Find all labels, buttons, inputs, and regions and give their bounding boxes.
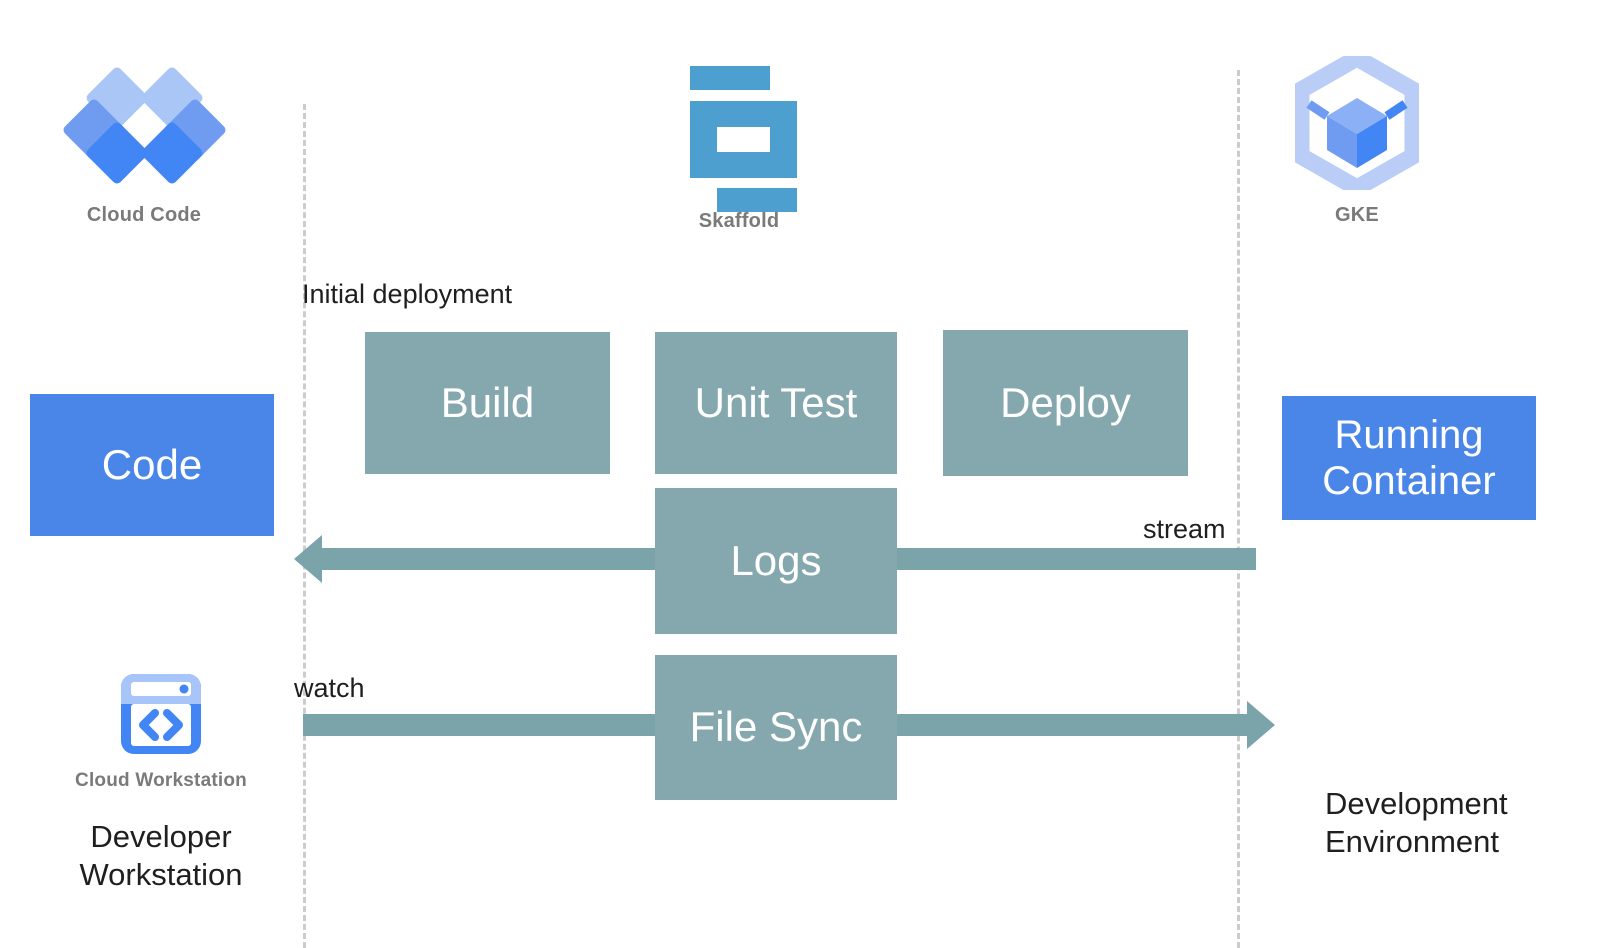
logo-skaffold-caption: Skaffold xyxy=(698,210,780,232)
logo-cloud-code: Cloud Code xyxy=(44,65,244,227)
logs-arrow-head xyxy=(294,535,322,583)
footer-developer-workstation-line2: Workstation xyxy=(79,856,243,892)
box-code-label: Code xyxy=(101,440,203,488)
footer-development-environment: Development Environment xyxy=(1325,785,1508,861)
gke-hexagon-cube-icon xyxy=(1292,48,1422,198)
box-build-label: Build xyxy=(440,378,535,426)
skaffold-logo-icon xyxy=(681,66,797,212)
lane-divider-right xyxy=(1237,70,1240,948)
annotation-stream: stream xyxy=(1143,514,1226,544)
annotation-initial-deployment: Initial deployment xyxy=(302,279,513,309)
box-file-sync[interactable]: File Sync xyxy=(655,655,897,800)
logo-cloud-workstation-caption: Cloud Workstation xyxy=(75,770,247,791)
box-unit-test-label: Unit Test xyxy=(694,378,858,426)
logo-cloud-code-caption: Cloud Code xyxy=(86,204,202,226)
box-deploy-label: Deploy xyxy=(1000,378,1131,426)
box-running-container-label: Running Container xyxy=(1322,412,1495,504)
logo-gke-caption: GKE xyxy=(1335,204,1379,226)
box-build[interactable]: Build xyxy=(365,332,610,474)
cloud-workstation-code-window-icon xyxy=(115,668,207,760)
box-running-container[interactable]: Running Container xyxy=(1282,396,1536,520)
logo-skaffold: Skaffold xyxy=(639,66,839,233)
footer-development-environment-line2: Environment xyxy=(1325,823,1500,859)
footer-developer-workstation-line1: Developer xyxy=(90,819,232,854)
box-logs-label: Logs xyxy=(730,536,822,584)
box-logs[interactable]: Logs xyxy=(655,488,897,634)
box-file-sync-label: File Sync xyxy=(689,703,863,751)
file-sync-arrow-head xyxy=(1247,701,1275,749)
annotation-watch: watch xyxy=(294,673,365,703)
logo-cloud-workstation: Cloud Workstation xyxy=(61,668,261,792)
footer-developer-workstation: Developer Workstation xyxy=(31,818,291,894)
footer-development-environment-line1: Development xyxy=(1325,786,1508,821)
logo-gke: GKE xyxy=(1257,48,1457,227)
box-code[interactable]: Code xyxy=(30,394,274,536)
lane-divider-left xyxy=(303,104,306,948)
box-unit-test[interactable]: Unit Test xyxy=(655,332,897,474)
box-deploy[interactable]: Deploy xyxy=(943,330,1188,476)
box-running-container-label-line2: Container xyxy=(1322,459,1496,503)
box-running-container-label-line1: Running xyxy=(1334,413,1484,457)
cloud-code-diamonds-icon xyxy=(60,65,228,186)
